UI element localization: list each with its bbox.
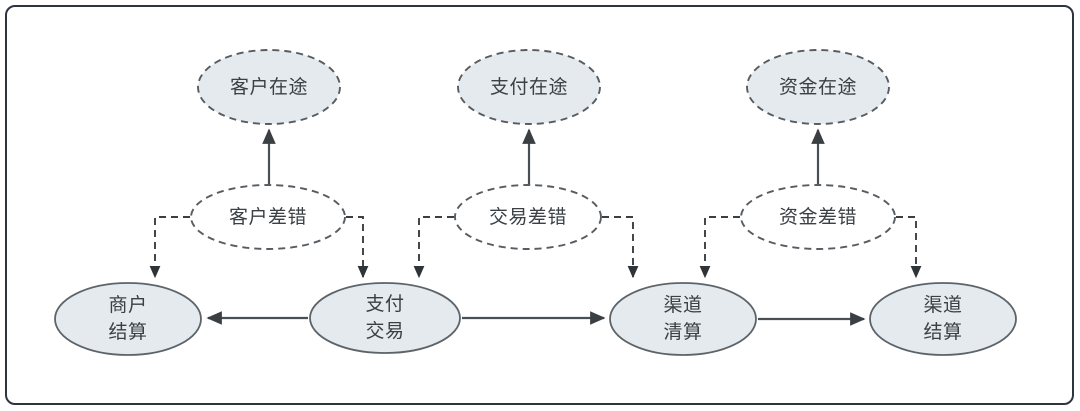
node-zhifu-jiaoyi[interactable]: 支付 交易	[309, 282, 461, 354]
node-zijin-chacuo-label: 资金差错	[779, 206, 857, 228]
node-zhifu-jiaoyi-shape[interactable]	[309, 282, 461, 354]
node-zhifu-zaitu-shape[interactable]	[457, 49, 601, 125]
node-qudao-jiesuan-label-line2: 结算	[923, 321, 962, 343]
node-zhifu-zaitu[interactable]: 支付在途	[457, 49, 601, 125]
node-zijin-zaitu-label: 资金在途	[779, 76, 857, 98]
node-qudao-qingsuan-label-line2: 清算	[663, 321, 702, 343]
edge-jiaoyi-chacuo-to-qudao-qingsuan	[602, 216, 639, 279]
node-shanghu-jiesuan[interactable]: 商户 结算	[54, 282, 202, 356]
node-kehu-chacuo[interactable]: 客户差错	[190, 184, 346, 250]
node-qudao-jiesuan-label-line1: 渠道	[923, 294, 962, 316]
edge-kehu-chacuo-to-shanghu-jiesuan	[149, 216, 190, 279]
solid-vertical-edge-group	[262, 128, 825, 186]
node-zijin-chacuo[interactable]: 资金差错	[740, 184, 896, 250]
node-qudao-qingsuan[interactable]: 渠道 清算	[609, 282, 757, 356]
node-zijin-zaitu-shape[interactable]	[746, 49, 890, 125]
edge-kehu-chacuo-to-zhifu-jiaoyi	[346, 216, 369, 279]
node-qudao-qingsuan-label-line1: 渠道	[663, 294, 702, 316]
node-jiaoyi-chacuo[interactable]: 交易差错	[454, 184, 602, 250]
node-zijin-chacuo-shape[interactable]	[740, 184, 896, 250]
node-qudao-qingsuan-shape[interactable]	[609, 282, 757, 356]
node-qudao-jiesuan-shape[interactable]	[869, 282, 1017, 356]
node-jiaoyi-chacuo-shape[interactable]	[454, 184, 602, 250]
edge-zijin-chacuo-to-qudao-qingsuan	[699, 216, 740, 279]
node-shanghu-jiesuan-label-line1: 商户	[108, 294, 147, 316]
node-qudao-jiesuan[interactable]: 渠道 结算	[869, 282, 1017, 356]
node-kehu-zaitu-label: 客户在途	[230, 76, 308, 98]
solid-horizontal-edge-group	[206, 311, 866, 326]
node-kehu-chacuo-label: 客户差错	[229, 206, 307, 228]
edge-jiaoyi-chacuo-to-zhifu-jiaoyi	[413, 216, 454, 279]
node-kehu-chacuo-shape[interactable]	[190, 184, 346, 250]
node-kehu-zaitu-shape[interactable]	[197, 49, 341, 125]
edge-zijin-chacuo-to-qudao-jiesuan	[896, 216, 922, 279]
node-jiaoyi-chacuo-label: 交易差错	[489, 206, 567, 228]
node-zhifu-jiaoyi-label-line2: 交易	[365, 320, 404, 342]
dashed-edge-group	[149, 216, 922, 279]
node-shanghu-jiesuan-label-line2: 结算	[108, 321, 147, 343]
node-zhifu-jiaoyi-label-line1: 支付	[365, 293, 404, 315]
node-zhifu-zaitu-label: 支付在途	[490, 76, 568, 98]
diagram-frame	[5, 5, 1074, 405]
node-kehu-zaitu[interactable]: 客户在途	[197, 49, 341, 125]
node-shanghu-jiesuan-shape[interactable]	[54, 282, 202, 356]
node-zijin-zaitu[interactable]: 资金在途	[746, 49, 890, 125]
